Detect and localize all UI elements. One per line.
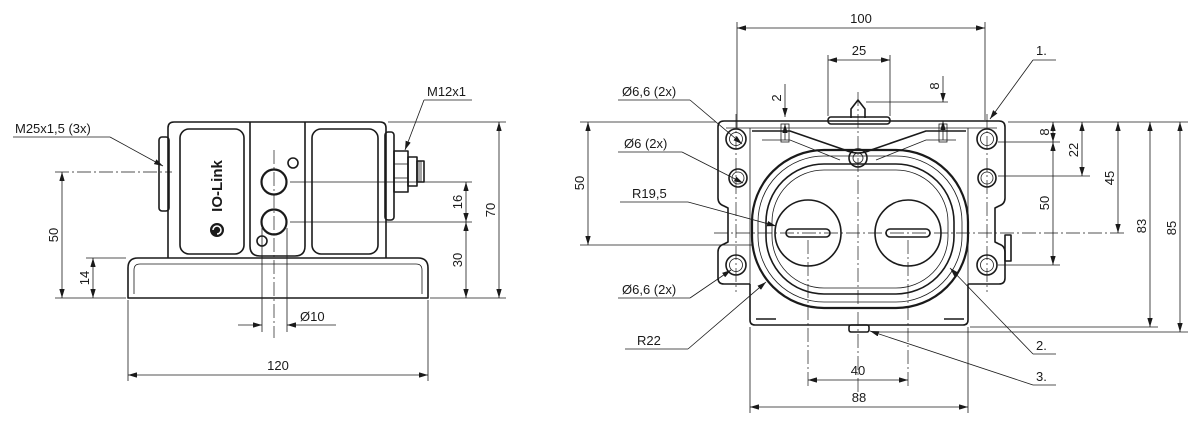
dimension-value: 8 [927, 82, 942, 89]
leader-line [689, 99, 743, 145]
m12-connector [393, 150, 425, 193]
pedal-outline-ring [765, 163, 955, 295]
dimension-25: 25 [828, 43, 890, 63]
logo-symbol [210, 223, 224, 237]
base-plate-chamfer [133, 263, 423, 294]
dimension-diameter-10: Ø10 [238, 309, 336, 328]
dimension-45: 45 [1102, 122, 1121, 233]
gland-thread-callout: M25x1,5 (3x) [13, 121, 164, 167]
hole-mid-left-inner [731, 171, 745, 185]
leader-line [949, 267, 1034, 355]
middle-panel [249, 122, 306, 257]
top-hinge-bar [827, 116, 891, 125]
dimension-value: 22 [1066, 143, 1081, 157]
leader-line [989, 59, 1034, 120]
dimension-16: 16 [450, 182, 469, 222]
housing-lower-body [749, 284, 969, 326]
hole-mid-left [728, 168, 748, 188]
dimension-value: 70 [483, 203, 498, 217]
radius-callout-22: R22 [625, 281, 767, 350]
callout-text: 3. [1036, 369, 1047, 384]
connector-hex-nut [393, 150, 409, 193]
dimension-value: 8 [1037, 128, 1052, 135]
callout-text: Ø6 (2x) [624, 136, 667, 151]
small-hole-upper [287, 157, 299, 169]
hole-callout-middle: Ø6 (2x) [618, 136, 744, 184]
callout-text: Ø6,6 (2x) [622, 84, 676, 99]
left-cable-gland [158, 136, 170, 212]
leader-line [687, 281, 767, 350]
cover-lower-edge [762, 139, 956, 161]
dimension-value: 45 [1102, 171, 1117, 185]
base-plate [127, 257, 429, 299]
dimension-value: 120 [267, 358, 289, 373]
callout-text: M12x1 [427, 84, 466, 99]
side-connector-stub [1004, 234, 1012, 262]
dimension-value: 88 [852, 390, 866, 405]
leader-line [681, 151, 744, 184]
callout-text: R19,5 [632, 186, 667, 201]
bottom-release-tab [848, 324, 870, 333]
dimension-value: 85 [1164, 221, 1179, 235]
dimension-85: 85 [1164, 122, 1183, 332]
leader-line [687, 201, 777, 227]
dimension-14: 14 [77, 258, 96, 298]
dimension-value: 16 [450, 195, 465, 209]
logo-symbol-swirl [212, 225, 222, 235]
connector-thread-callout: M12x1 [404, 84, 472, 151]
callout-text: 1. [1036, 43, 1047, 58]
right-block-panel [311, 128, 379, 255]
dimension-value: 2 [769, 94, 784, 101]
item-callout-1: 1. [989, 43, 1056, 120]
callout-text: Ø6,6 (2x) [622, 282, 676, 297]
dimension-value: 100 [850, 11, 872, 26]
dimension-value: 25 [852, 43, 866, 58]
dimension-value: Ø10 [300, 309, 325, 324]
pedal-outline-inner [771, 169, 949, 289]
dimension-value: 50 [572, 176, 587, 190]
dimension-value: 40 [851, 363, 865, 378]
front-view: IO-Link 50 14 16 30 [13, 84, 506, 381]
dimension-value: 83 [1134, 219, 1149, 233]
dimension-120: 120 [128, 358, 428, 378]
dimension-22: 22 [1066, 122, 1085, 176]
pedal-outline-ring [757, 155, 963, 303]
housing-body [167, 121, 387, 258]
pedal-outline-outer [750, 148, 970, 310]
dimension-30: 30 [450, 222, 469, 298]
dimension-8-right: 8 [1037, 122, 1056, 142]
callout-text: R22 [637, 333, 661, 348]
top-view: 100 25 2 8 50 8 22 45 [572, 11, 1188, 413]
hole-callout-bottom: Ø6,6 (2x) [618, 269, 732, 299]
item-callout-2: 2. [949, 267, 1056, 355]
item-callout-3: 3. [869, 330, 1056, 386]
dimension-2: 2 [769, 84, 788, 140]
leader-line [869, 330, 1034, 386]
logo-text: IO-Link [209, 160, 226, 212]
leader-line [109, 136, 164, 167]
leader-line [404, 99, 425, 151]
io-link-logo: IO-Link [209, 160, 226, 237]
dimension-50-left: 50 [572, 122, 591, 245]
connector-pin-stub [416, 160, 425, 183]
radius-callout-19-5: R19,5 [620, 186, 777, 227]
callout-text: 2. [1036, 338, 1047, 353]
dimension-50: 50 [46, 172, 65, 298]
dimension-value: 50 [1037, 196, 1052, 210]
dimension-70: 70 [483, 122, 502, 298]
hole-callout-top: Ø6,6 (2x) [618, 84, 743, 145]
callout-text: M25x1,5 (3x) [15, 121, 91, 136]
leader-line [689, 269, 732, 299]
dimension-value: 30 [450, 253, 465, 267]
dimension-value: 50 [46, 228, 61, 242]
dimension-value: 14 [77, 271, 92, 285]
dimension-83: 83 [1134, 122, 1153, 327]
dimension-100: 100 [737, 11, 985, 31]
dimension-88: 88 [750, 390, 968, 410]
left-block-panel [179, 128, 245, 255]
dimension-8-top: 8 [927, 76, 946, 140]
dimension-50-right: 50 [1037, 142, 1056, 265]
dimension-40: 40 [808, 363, 908, 383]
